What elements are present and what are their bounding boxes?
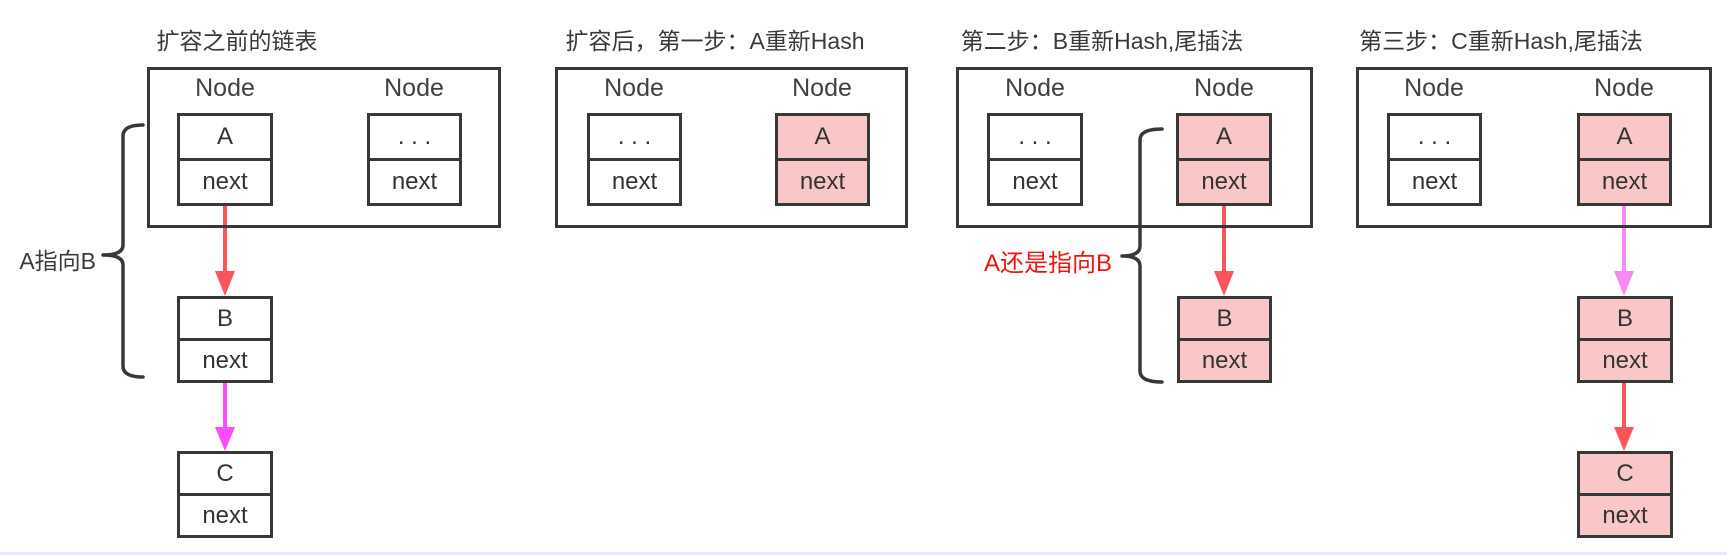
panel2-title: 扩容后，第一步：A重新Hash bbox=[565, 28, 865, 54]
panel4-node-dots: . . . next bbox=[1387, 113, 1482, 206]
panel4-node-a: A next bbox=[1577, 113, 1672, 206]
panel3-node-dots: . . . next bbox=[987, 113, 1083, 206]
brace-p1-a-to-b bbox=[101, 123, 145, 379]
panel4-node-dots-next: next bbox=[1390, 158, 1479, 203]
panel3-node1-label: Node bbox=[1005, 74, 1065, 102]
panel4-node-c-next: next bbox=[1580, 493, 1670, 535]
panel4-node-b-value: B bbox=[1616, 305, 1633, 332]
panel3-node-dots-value: . . . bbox=[1018, 123, 1052, 150]
panel4-node1-label: Node bbox=[1404, 74, 1464, 102]
panel1-node-c-value: C bbox=[216, 460, 234, 487]
panel1-node-b-next: next bbox=[180, 338, 270, 380]
panel1-title: 扩容之前的链表 bbox=[156, 28, 318, 54]
panel1-node-b-value: B bbox=[216, 305, 233, 332]
panel3-title: 第二步：B重新Hash,尾插法 bbox=[960, 28, 1244, 54]
panel1-node2-label: Node bbox=[384, 74, 444, 102]
panel2-node-a-next: next bbox=[778, 158, 867, 203]
panel3-node-a: A next bbox=[1176, 113, 1272, 206]
panel3-node-a-value: A bbox=[1215, 123, 1232, 150]
panel1-node-c-next: next bbox=[180, 493, 270, 535]
panel2-node2-label: Node bbox=[792, 74, 852, 102]
panel1-node-dots-value: . . . bbox=[397, 123, 432, 150]
panel1-node-a: A next bbox=[177, 113, 273, 206]
panel1-node-c: C next bbox=[177, 451, 273, 538]
panel3-annotation-a-still-points-to-b: A还是指向B bbox=[984, 250, 1113, 277]
panel2-node-dots-value: . . . bbox=[617, 123, 652, 150]
panel3-node-dots-next: next bbox=[990, 158, 1080, 203]
panel4-bucket-array-box bbox=[1356, 67, 1712, 228]
panel4-node-b-next: next bbox=[1580, 338, 1670, 380]
panel4-node-c: C next bbox=[1577, 451, 1673, 538]
arrowhead-p4-b-to-c-icon bbox=[1614, 427, 1634, 451]
panel2-node1-label: Node bbox=[604, 74, 664, 102]
panel1-node-dots-next: next bbox=[370, 158, 459, 203]
panel1-annotation-a-points-to-b: A指向B bbox=[19, 248, 96, 274]
panel1-node-a-next: next bbox=[180, 158, 270, 203]
panel2-node-dots-next: next bbox=[590, 158, 679, 203]
panel2-node-dots: . . . next bbox=[587, 113, 682, 206]
arrowhead-p4-a-to-b-icon bbox=[1614, 271, 1634, 296]
panel3-bucket-array-box bbox=[956, 67, 1313, 228]
panel4-node-c-value: C bbox=[1616, 460, 1634, 487]
panel4-node-b: B next bbox=[1577, 296, 1673, 383]
panel4-node-a-value: A bbox=[1616, 123, 1633, 150]
arrowhead-p1-b-to-c-icon bbox=[215, 427, 235, 451]
panel3-node-b: B next bbox=[1177, 296, 1272, 383]
panel1-node-dots: . . . next bbox=[367, 113, 462, 206]
panel1-bucket-array-box bbox=[147, 67, 501, 228]
panel2-node-a-value: A bbox=[814, 123, 831, 150]
panel2-bucket-array-box bbox=[555, 67, 908, 228]
panel3-node-a-next: next bbox=[1179, 158, 1269, 203]
arrowhead-p3-a-to-b-icon bbox=[1214, 271, 1234, 296]
panel3-node-b-value: B bbox=[1216, 305, 1233, 332]
arrowhead-p1-a-to-b-icon bbox=[215, 271, 235, 296]
panel1-node-b: B next bbox=[177, 296, 273, 383]
bottom-edge-strip bbox=[0, 552, 1727, 555]
panel4-node2-label: Node bbox=[1594, 74, 1654, 102]
panel2-node-a: A next bbox=[775, 113, 870, 206]
panel3-node2-label: Node bbox=[1194, 74, 1254, 102]
panel4-title: 第三步：C重新Hash,尾插法 bbox=[1359, 28, 1643, 54]
panel1-node1-label: Node bbox=[195, 74, 255, 102]
panel3-node-b-next: next bbox=[1180, 338, 1269, 380]
panel1-node-a-value: A bbox=[216, 123, 233, 150]
panel4-node-dots-value: . . . bbox=[1417, 123, 1452, 150]
panel4-node-a-next: next bbox=[1580, 158, 1669, 203]
